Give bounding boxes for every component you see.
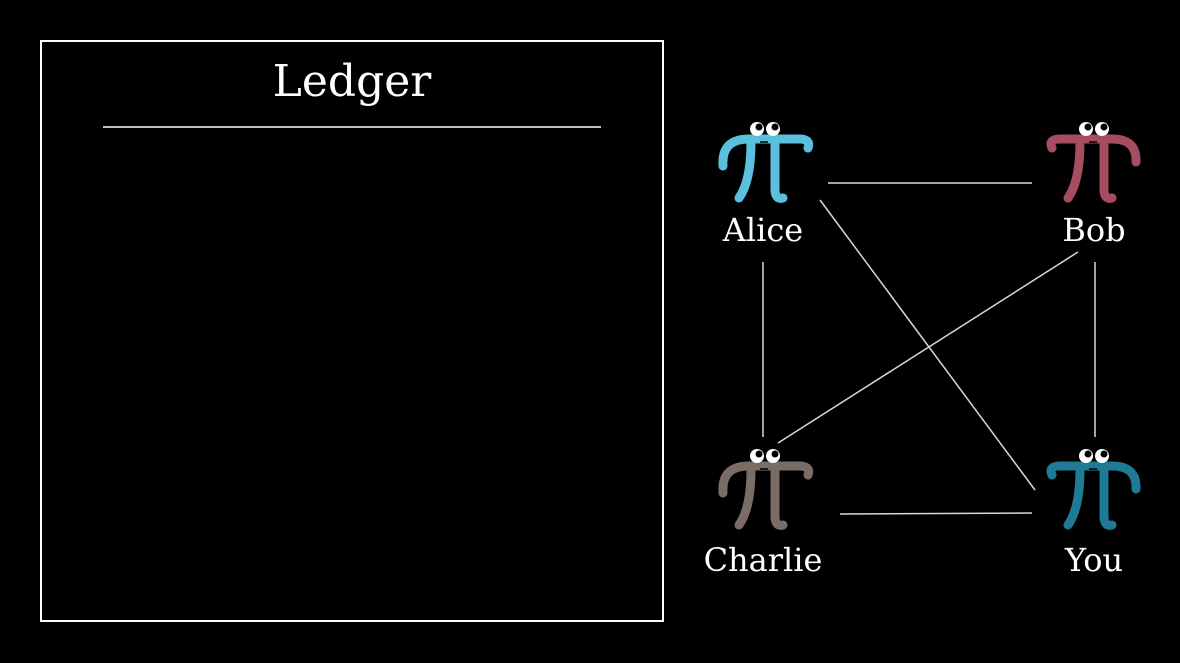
pi-character-you: You: [1046, 449, 1141, 579]
pi-character-bob: Bob: [1046, 122, 1141, 249]
edge-bob-charlie: [777, 251, 1079, 444]
connections: [762, 182, 1096, 515]
ledger-title: Ledger: [273, 56, 433, 107]
pi-character-charlie: Charlie: [704, 449, 823, 579]
charlie-label: Charlie: [704, 541, 823, 579]
you-label: You: [1064, 541, 1123, 579]
edge-charlie-you: [839, 512, 1033, 515]
edge-alice-you: [819, 199, 1036, 491]
alice-eyes-icon: [750, 122, 780, 143]
bob-eyes-icon: [1079, 122, 1109, 143]
you-eyes-icon: [1079, 449, 1109, 470]
ledger-box: [40, 40, 664, 622]
charlie-eyes-icon: [750, 449, 780, 470]
pi-character-alice: Alice: [718, 122, 814, 249]
alice-label: Alice: [722, 211, 803, 249]
bob-label: Bob: [1062, 211, 1125, 249]
